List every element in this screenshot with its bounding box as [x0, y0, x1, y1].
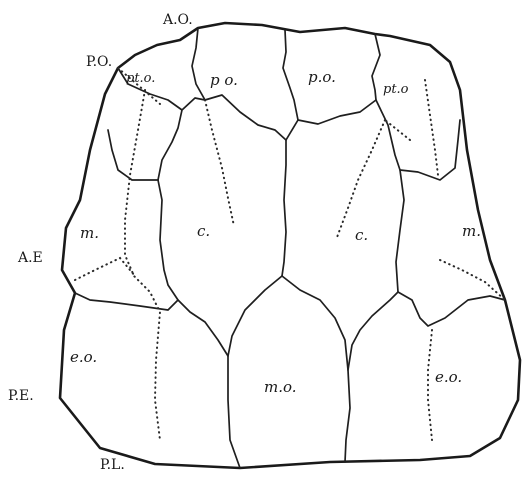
label-c-right: c.	[355, 226, 368, 244]
label-eo-left: e.o.	[70, 348, 97, 366]
label-anterior-epiotic: A.E	[17, 250, 43, 266]
label-posterior-epiotic: P.E.	[8, 388, 34, 404]
label-posterolateral: P.L.	[100, 457, 125, 473]
label-postorbital: P.O.	[86, 54, 112, 70]
suture-right-pto	[376, 100, 460, 180]
dotted-right-vertical	[425, 80, 438, 175]
suture-left-m-lower	[75, 293, 178, 310]
dotted-left-cross	[75, 258, 135, 280]
label-pto-left: pt.o.	[126, 71, 155, 86]
suture-left-c-outer	[158, 180, 228, 356]
suture-right-m-lower	[398, 292, 505, 326]
label-mo: m.o.	[264, 378, 297, 396]
label-m-left: m.	[80, 224, 99, 242]
suture-right-m-top	[396, 170, 404, 292]
label-po-left: p o.	[210, 71, 238, 89]
label-po-right: p.o.	[308, 68, 336, 86]
dotted-left-vertical	[125, 90, 160, 440]
dotted-right-curve	[336, 120, 385, 240]
label-anterior-orbital: A.O.	[162, 12, 193, 28]
dotted-left-curve	[205, 100, 234, 226]
label-eo-right: e.o.	[435, 368, 462, 386]
suture-mo-right	[282, 276, 350, 462]
suture-left-po-inner	[192, 28, 286, 140]
label-m-right: m.	[462, 222, 481, 240]
dotted-right-lower	[428, 330, 432, 440]
suture-right-c-outer	[348, 292, 398, 370]
label-pto-right: pt.o	[383, 82, 409, 97]
label-c-left: c.	[197, 222, 210, 240]
midline-suture	[282, 30, 298, 276]
suture-mo-left	[228, 276, 282, 468]
